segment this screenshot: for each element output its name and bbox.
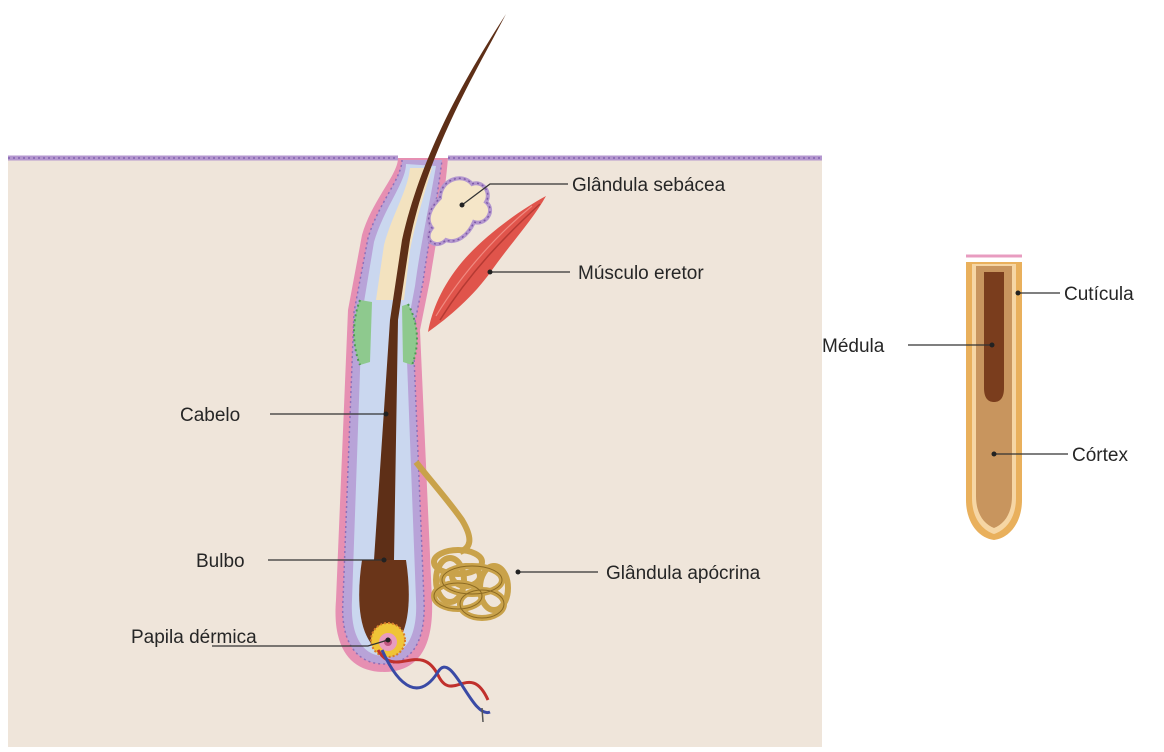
hair-structure xyxy=(966,256,1022,540)
label-cortex: Córtex xyxy=(1072,445,1128,466)
label-cuticle: Cutícula xyxy=(1064,284,1134,305)
label-dermal-papilla: Papila dérmica xyxy=(131,627,257,648)
label-erector-muscle: Músculo eretor xyxy=(578,263,704,284)
label-medulla: Médula xyxy=(822,336,885,357)
label-apocrine-gland: Glândula apócrina xyxy=(606,563,761,584)
label-bulb: Bulbo xyxy=(196,551,245,572)
label-hair: Cabelo xyxy=(180,405,240,426)
label-sebaceous-gland: Glândula sebácea xyxy=(572,175,726,196)
medulla-layer xyxy=(984,272,1004,402)
